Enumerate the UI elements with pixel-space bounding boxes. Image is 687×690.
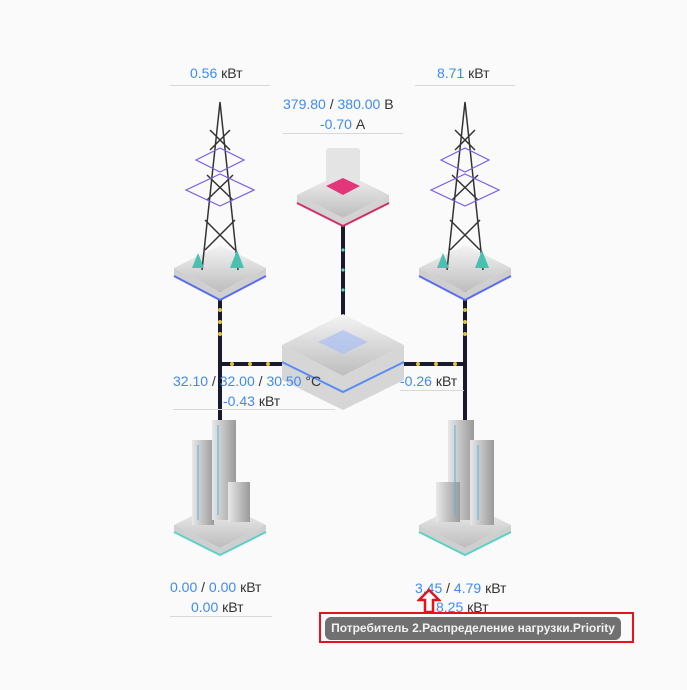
value: 0.00 <box>208 579 237 595</box>
value: 0.00 <box>191 599 219 615</box>
highlight-box <box>319 612 634 643</box>
value: 32.10 <box>173 373 209 389</box>
divider <box>173 409 335 410</box>
value: 4.79 <box>453 580 482 596</box>
battery-icon[interactable] <box>296 148 390 228</box>
value: 0.00 <box>170 579 198 595</box>
generator-left-power: 0.56 кВт <box>190 63 243 83</box>
building-left-icon[interactable] <box>173 420 267 557</box>
battery-voltage: 379.80 / 380.00 В <box>283 96 394 112</box>
consumer-2-power2: 8.25 кВт <box>436 597 489 617</box>
hub-temperatures: 32.10 / 32.00 / 30.50 °C <box>173 373 322 389</box>
unit: В <box>384 96 394 112</box>
unit: кВт <box>468 65 490 81</box>
value: -0.70 <box>320 116 352 132</box>
consumer-2-power[interactable]: 3.45 / 4.79 кВт <box>415 580 507 596</box>
unit: кВт <box>240 579 262 595</box>
consumer-1-power: 0.00 / 0.00 кВт <box>170 579 262 595</box>
arrow-up-icon <box>417 588 441 614</box>
flow-dots <box>218 308 467 366</box>
value: -0.43 <box>223 393 255 409</box>
consumer-1-power2: 0.00 кВт <box>191 597 244 617</box>
value: 8.25 <box>436 599 464 615</box>
unit: кВт <box>485 580 507 596</box>
value: 3.45 <box>415 580 443 596</box>
unit: кВт <box>222 599 244 615</box>
unit: кВт <box>258 393 281 409</box>
divider <box>283 133 403 134</box>
power-tower-right-icon[interactable] <box>418 101 512 302</box>
unit: кВт <box>221 65 243 81</box>
generator-right-power: 8.71 кВт <box>437 63 490 83</box>
hub-power-right: -0.26 кВт <box>400 371 457 391</box>
divider <box>400 390 464 391</box>
unit: кВт <box>435 373 458 389</box>
unit: А <box>355 116 366 132</box>
divider <box>170 85 270 86</box>
hub-power-left: -0.43 кВт <box>223 391 280 411</box>
value: 380.00 <box>337 96 381 112</box>
power-tower-left-icon[interactable] <box>173 101 267 302</box>
divider <box>415 85 515 86</box>
value: 30.50 <box>266 373 302 389</box>
unit: °C <box>305 373 322 389</box>
battery-current: -0.70 А <box>320 114 365 134</box>
divider <box>170 616 272 617</box>
value: 379.80 <box>283 96 326 112</box>
unit: кВт <box>467 599 489 615</box>
value: 0.56 <box>190 65 218 81</box>
tooltip: Потребитель 2.Распределение нагрузки.Pri… <box>325 617 621 640</box>
controller-hub-icon[interactable] <box>281 314 405 410</box>
building-right-icon[interactable] <box>418 420 512 557</box>
value: -0.26 <box>400 373 432 389</box>
value: 8.71 <box>437 65 465 81</box>
value: 32.00 <box>219 373 255 389</box>
